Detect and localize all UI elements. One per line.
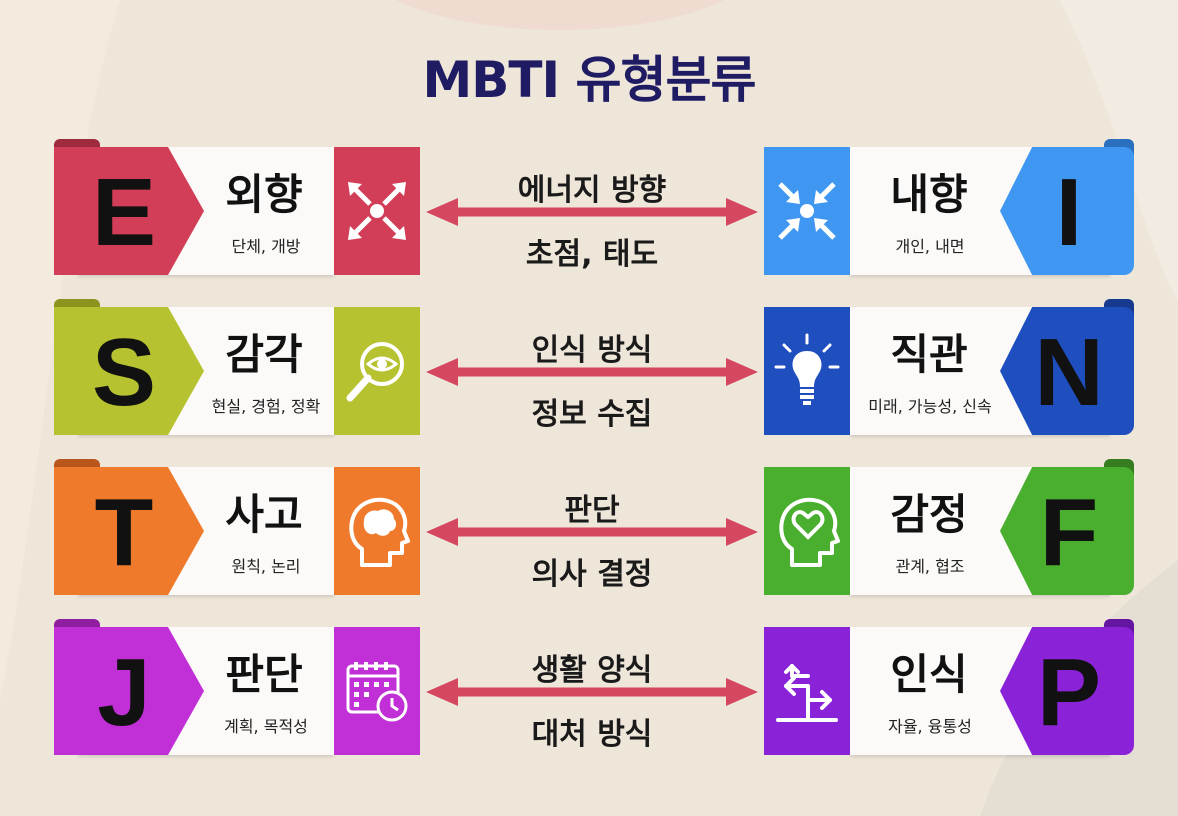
type-name-i: 내향 — [890, 170, 968, 219]
letter-n: N — [1034, 319, 1104, 426]
type-name-e: 외향 — [225, 170, 303, 219]
type-keywords-i: 개인, 내면 — [895, 237, 965, 256]
row-lifestyle: J 판단 계획, 목적성 생활 양식 — [0, 619, 1178, 757]
dimension-lifestyle: 생활 양식 대처 방식 — [420, 627, 764, 755]
dimension-energy: 에너지 방향 초점, 태도 — [420, 147, 764, 275]
type-name-p: 인식 — [890, 650, 968, 699]
type-keywords-t: 원칙, 논리 — [231, 557, 301, 576]
letter-j: J — [97, 639, 151, 746]
type-name-f: 감정 — [890, 490, 968, 539]
row-energy: E 외향 단체, 개방 에너지 방향 초점, 태도 — [0, 139, 1178, 277]
head-brain-icon — [334, 467, 420, 595]
card-n: 직관 미래, 가능성, 신속 N — [764, 299, 1134, 435]
magnifier-eye-icon — [334, 307, 420, 435]
letter-f: F — [1039, 479, 1099, 586]
dimension-title: 인식 방식 — [531, 333, 653, 368]
dimension-judgment: 판단 의사 결정 — [420, 467, 764, 595]
type-name-j: 판단 — [225, 650, 303, 699]
card-p: 인식 자율, 융통성 P — [764, 619, 1134, 755]
dimension-title: 판단 — [564, 493, 620, 528]
type-keywords-f: 관계, 협조 — [895, 557, 965, 576]
dimension-subtitle: 대처 방식 — [531, 717, 653, 752]
dimension-title: 에너지 방향 — [517, 173, 667, 208]
card-s: S 감각 현실, 경험, 정확 — [54, 299, 420, 435]
head-heart-icon — [764, 467, 850, 595]
dimension-subtitle: 초점, 태도 — [525, 237, 659, 272]
dimension-subtitle: 의사 결정 — [531, 557, 653, 592]
card-f: 감정 관계, 협조 F — [764, 459, 1134, 595]
card-i: 내향 개인, 내면 I — [764, 139, 1134, 275]
type-keywords-s: 현실, 경험, 정확 — [211, 397, 321, 416]
dimension-subtitle: 정보 수집 — [531, 397, 653, 432]
type-name-t: 사고 — [225, 490, 303, 539]
type-keywords-p: 자율, 융통성 — [888, 717, 972, 736]
dimension-title: 생활 양식 — [531, 653, 653, 688]
double-arrow — [426, 518, 758, 546]
type-keywords-e: 단체, 개방 — [231, 237, 301, 256]
converge-arrows-icon — [764, 147, 850, 275]
type-name-s: 감각 — [225, 330, 303, 379]
calendar-clock-icon — [334, 627, 420, 755]
letter-s: S — [91, 319, 157, 426]
double-arrow — [426, 358, 758, 386]
lightbulb-icon — [764, 307, 850, 435]
card-e: E 외향 단체, 개방 — [54, 139, 420, 275]
letter-t: T — [94, 479, 154, 586]
double-arrow — [426, 198, 758, 226]
letter-i: I — [1055, 159, 1083, 266]
card-t: T 사고 원칙, 논리 — [54, 459, 420, 595]
page-title: MBTI 유형분류 — [422, 51, 757, 109]
direction-sign-icon — [764, 627, 850, 755]
double-arrow — [426, 678, 758, 706]
row-judgment: T 사고 원칙, 논리 판단 의사 결정 감정 관계, 협조 — [0, 459, 1178, 597]
row-perception: S 감각 현실, 경험, 정확 인식 방식 정보 수집 — [0, 299, 1178, 437]
dimension-perception: 인식 방식 정보 수집 — [420, 307, 764, 435]
letter-p: P — [1036, 639, 1102, 746]
expand-arrows-icon — [334, 147, 420, 275]
type-name-n: 직관 — [890, 330, 968, 379]
letter-e: E — [91, 159, 157, 266]
type-keywords-n: 미래, 가능성, 신속 — [868, 397, 992, 416]
type-keywords-j: 계획, 목적성 — [224, 717, 308, 736]
card-j: J 판단 계획, 목적성 — [54, 619, 420, 755]
